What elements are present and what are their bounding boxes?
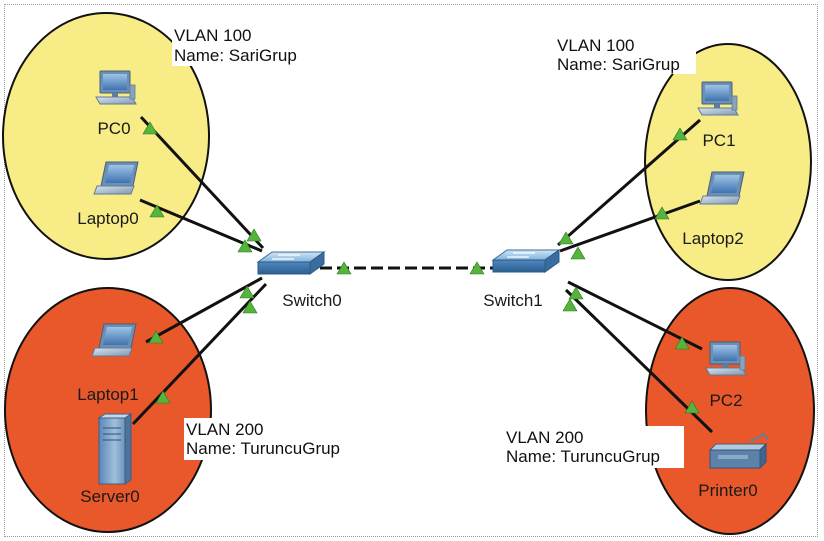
vlan-id: VLAN 200 [506, 428, 584, 447]
device-label: Switch1 [483, 291, 543, 310]
endpoint-pc1 [672, 127, 688, 141]
vlan-name: Name: SariGrup [557, 55, 680, 74]
endpoint-laptop2 [654, 206, 670, 220]
link-laptop0-switch0 [139, 198, 263, 253]
vlan100-zone-right [644, 43, 812, 281]
endpoint-pc2 [674, 336, 690, 350]
link-switch0-laptop1 [145, 276, 263, 344]
device-label: PC1 [702, 131, 735, 150]
endpoint-switch0-switch1 [336, 261, 352, 275]
device-label: Laptop1 [77, 385, 138, 404]
vlan200-zone-right [645, 287, 815, 535]
pc-icon [705, 341, 747, 376]
link-switch1-laptop2 [559, 199, 701, 253]
vlan-label-left-200: VLAN 200 Name: TuruncuGrup [184, 418, 366, 460]
link-switch0-server0 [131, 282, 268, 426]
device-switch1[interactable]: Switch1 [483, 249, 560, 310]
server-icon [98, 413, 132, 485]
vlan-name: Name: TuruncuGrup [186, 439, 340, 458]
vlan-id: VLAN 100 [557, 36, 635, 55]
device-laptop1[interactable]: Laptop1 [77, 323, 139, 404]
link-switch1-pc2 [567, 280, 703, 351]
endpoint-switch1-printer0 [562, 298, 578, 312]
device-pc1[interactable]: PC1 [697, 81, 739, 150]
vlan100-zone-left [2, 12, 210, 260]
device-server0[interactable]: Server0 [80, 413, 140, 506]
endpoint-switch0-pc0 [246, 228, 262, 242]
pc-icon [697, 81, 739, 116]
endpoint-server0 [155, 390, 171, 404]
device-pc0[interactable]: PC0 [95, 70, 137, 138]
endpoint-laptop1 [148, 330, 164, 344]
device-label: Laptop0 [77, 209, 138, 228]
device-switch0[interactable]: Switch0 [257, 251, 342, 310]
endpoint-switch1-switch0 [469, 261, 485, 275]
vlan-id: VLAN 100 [174, 26, 252, 45]
diagram-frame [4, 4, 818, 537]
device-label: Server0 [80, 487, 140, 506]
link-pc0-switch0 [139, 115, 265, 250]
vlan200-zone-left [4, 287, 212, 533]
device-label: PC0 [97, 119, 130, 138]
endpoint-pc0 [142, 121, 158, 135]
pc-icon [95, 70, 137, 105]
endpoint-switch0-server0 [242, 300, 258, 314]
device-printer0[interactable]: Printer0 [698, 433, 769, 500]
vlan-name: Name: SariGrup [174, 46, 297, 65]
device-pc2[interactable]: PC2 [705, 341, 747, 410]
device-laptop0[interactable]: Laptop0 [77, 161, 139, 228]
device-label: Switch0 [282, 291, 342, 310]
device-label: Laptop2 [682, 229, 743, 248]
vlan-id: VLAN 200 [186, 420, 264, 439]
endpoint-switch1-pc2 [568, 286, 584, 300]
switch-icon [492, 249, 560, 273]
endpoint-switch0-laptop1 [239, 285, 255, 299]
link-endpoints [142, 121, 700, 414]
link-switch1-pc1 [557, 118, 701, 247]
device-laptop2[interactable]: Laptop2 [682, 171, 745, 248]
links [131, 115, 714, 434]
vlan-label-right-200: VLAN 200 Name: TuruncuGrup [502, 426, 684, 468]
endpoint-printer0 [684, 400, 700, 414]
endpoint-switch1-laptop2 [570, 246, 586, 260]
device-label: Printer0 [698, 481, 758, 500]
vlan-label-left-100: VLAN 100 Name: SariGrup [172, 24, 312, 66]
vlan-name: Name: TuruncuGrup [506, 447, 660, 466]
endpoint-switch0-laptop0 [237, 239, 253, 253]
vlan-label-right-100: VLAN 100 Name: SariGrup [554, 34, 696, 74]
switch-icon [257, 251, 325, 275]
device-label: PC2 [709, 391, 742, 410]
endpoint-switch1-pc1 [558, 231, 574, 245]
endpoint-laptop0 [149, 204, 165, 218]
